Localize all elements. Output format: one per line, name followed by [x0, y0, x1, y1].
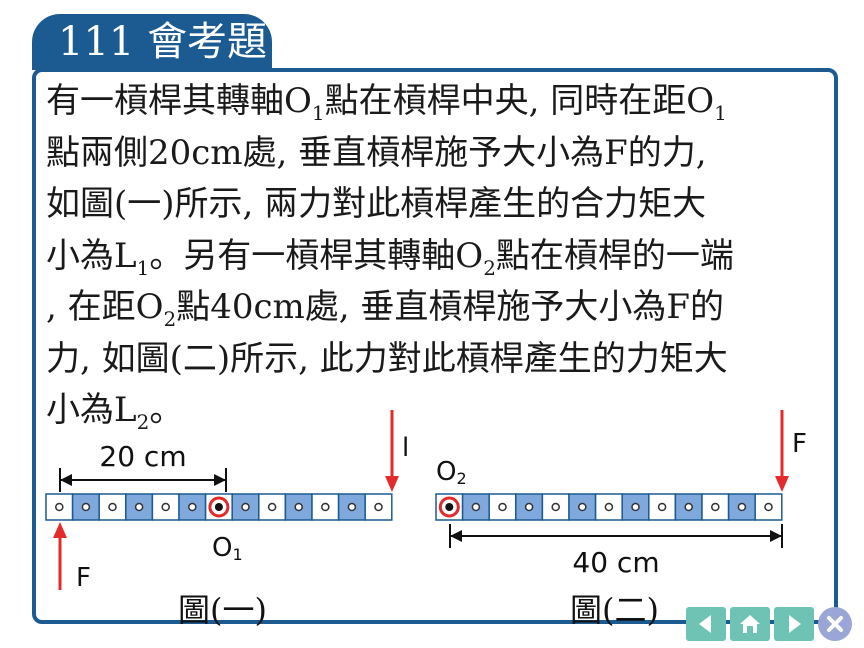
lever-hole	[161, 502, 170, 512]
force-label-bottom-1: F	[76, 563, 91, 593]
subscript: 2	[483, 255, 496, 280]
pivot-dot	[214, 503, 223, 511]
lever-hole	[657, 502, 667, 512]
lever-hole	[471, 502, 481, 512]
lever-hole	[55, 502, 64, 512]
distance-arrowhead-left-1	[60, 474, 72, 486]
lever-hole	[498, 502, 507, 512]
home-button[interactable]	[730, 607, 770, 641]
question-segment: 點40cm處, 垂直槓桿施予大小為F的	[176, 287, 724, 327]
lever-hole	[684, 502, 693, 512]
lever-hole	[108, 502, 117, 512]
question-line: 點兩側20cm處, 垂直槓桿施予大小為F的力,	[46, 128, 826, 180]
question-segment: 。另有一槓桿其轉軸O	[149, 235, 484, 276]
question-segment: , 在距O	[46, 287, 164, 327]
pivot-dot	[445, 503, 454, 511]
distance-arrowhead-left-2	[450, 530, 462, 542]
lever-hole	[578, 502, 587, 512]
lever-hole	[241, 502, 250, 512]
force-label-top-1: l	[402, 433, 409, 463]
figure-2: O2 F 40 cm	[435, 410, 807, 579]
question-frame	[32, 68, 838, 624]
subscript: 1	[311, 101, 325, 125]
force-arrow-up-head	[53, 522, 67, 538]
lever-hole	[551, 502, 560, 512]
question-line: 力, 如圖(二)所示, 此力對此槓桿產生的力矩大	[46, 334, 826, 386]
distance-arrowhead-right-2	[770, 530, 782, 542]
force-arrow-down-head	[385, 476, 399, 492]
lever-hole	[764, 502, 773, 512]
exam-tag: 111 會考題	[32, 14, 272, 70]
question-line: 小為L2。	[46, 385, 826, 437]
subscript: 2	[163, 307, 177, 331]
exam-tag-text: 111 會考題	[58, 19, 268, 65]
next-icon	[789, 615, 801, 633]
question-segment: 。	[149, 390, 184, 430]
lever-hole	[524, 502, 534, 512]
figure-1-caption: 圖(一)	[178, 591, 267, 629]
subscript: 1	[714, 101, 727, 125]
force-label-2: F	[792, 429, 807, 459]
lever-2	[435, 493, 783, 521]
question-segment: 力, 如圖(二)所示, 此力對此槓桿產生的力矩大	[46, 338, 728, 379]
question-segment: 點在槓桿的一端	[495, 235, 734, 276]
lever-hole	[631, 502, 640, 512]
lever-hole	[737, 502, 747, 512]
pivot-label-2: O2	[436, 457, 467, 488]
home-icon	[740, 615, 760, 633]
close-icon	[827, 616, 843, 632]
lever-hole	[347, 502, 357, 512]
lever-hole	[267, 502, 277, 512]
question-line: 小為L1。另有一槓桿其轉軸O2點在槓桿的一端	[46, 231, 826, 283]
next-button[interactable]	[774, 607, 814, 641]
force-arrow-down-head-2	[775, 476, 789, 492]
figure-1: 20 cm F l O1	[45, 410, 409, 593]
distance-label-2: 40 cm	[572, 546, 659, 579]
lever-1	[45, 493, 393, 521]
prev-button[interactable]	[686, 607, 726, 641]
question-segment: 點在槓桿中央, 同時在距O	[324, 81, 715, 121]
question-line: 如圖(一)所示, 兩力對此槓桿產生的合力矩大	[46, 179, 826, 231]
question-line: 有一槓桿其轉軸O1點在槓桿中央, 同時在距O1	[46, 76, 826, 128]
pivot-label-1: O1	[212, 533, 243, 564]
prev-icon	[699, 615, 711, 633]
question-segment: 有一槓桿其轉軸O	[46, 81, 312, 121]
distance-label-1: 20 cm	[99, 440, 186, 473]
question-segment: 小為L	[46, 235, 137, 276]
subscript: 2	[136, 410, 150, 434]
lever-hole	[188, 502, 197, 512]
lever-segment	[151, 493, 180, 521]
lever-hole	[604, 502, 614, 512]
lever-hole	[81, 502, 91, 512]
close-button[interactable]	[818, 607, 852, 641]
lever-hole	[711, 502, 720, 512]
figure-2-caption: 圖(二)	[570, 591, 659, 629]
distance-arrowhead-right-1	[214, 474, 226, 486]
subscript: 1	[136, 255, 150, 280]
question-segment: 小為L	[46, 390, 137, 430]
question-segment: 點兩側20cm處, 垂直槓桿施予大小為F的力,	[46, 132, 707, 173]
lever-hole	[374, 502, 383, 512]
question-line: , 在距O2點40cm處, 垂直槓桿施予大小為F的	[46, 282, 826, 334]
lever-hole	[321, 502, 330, 512]
lever-hole	[294, 502, 303, 512]
lever-hole	[134, 502, 144, 512]
question-segment: 如圖(一)所示, 兩力對此槓桿產生的合力矩大	[46, 184, 707, 224]
slide-nav	[686, 606, 852, 642]
